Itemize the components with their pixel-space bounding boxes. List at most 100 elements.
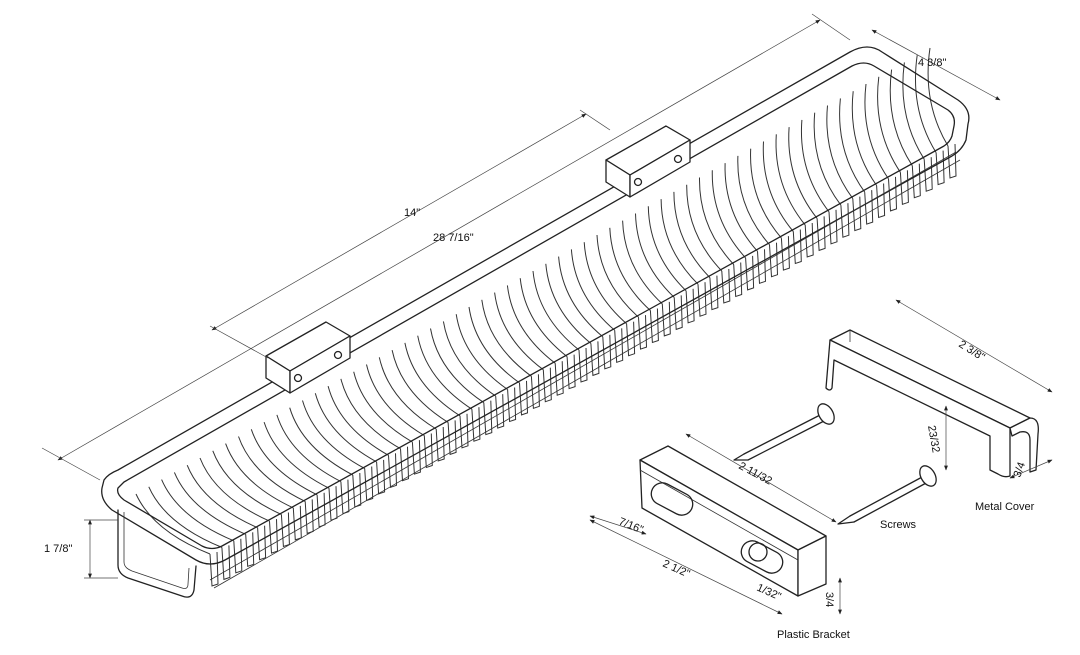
dimension-line-depth xyxy=(871,29,1001,101)
basket-wire-drop xyxy=(828,209,838,245)
basket-wire-drop xyxy=(745,255,755,291)
basket-wire-drop xyxy=(923,157,933,192)
basket-wire xyxy=(225,443,294,509)
basket-wire xyxy=(135,493,211,555)
basket-wire-drop xyxy=(340,479,350,515)
dimension-bracket-hole-label: 7/16" xyxy=(617,516,645,537)
basket-wire xyxy=(570,249,616,331)
basket-wire xyxy=(851,91,878,186)
basket-wire xyxy=(391,349,449,423)
basket-wire-drop xyxy=(435,426,445,462)
main-dimensions: 28 7/16" 14" 4 3/8" 1 7/8" xyxy=(41,13,1001,579)
basket-wire-drop xyxy=(400,446,410,482)
basket-wire xyxy=(609,227,651,311)
basket-wire-drop xyxy=(316,492,326,528)
basket-wire-drop xyxy=(769,242,779,278)
basket-wire xyxy=(622,220,663,305)
basket-wire xyxy=(481,299,532,377)
dimension-cover-height-label: 23/32 xyxy=(925,424,942,453)
basket-wire-drop xyxy=(911,163,921,199)
screw-lower xyxy=(837,465,937,525)
basket-wire xyxy=(404,342,461,417)
metal-cover: 2 3/8" 23/32 3/4 Metal Cover xyxy=(825,299,1053,513)
basket-wire xyxy=(877,76,901,173)
basket-wire-drop xyxy=(388,453,398,488)
basket-wire xyxy=(186,465,258,529)
basket-wire xyxy=(889,69,913,166)
basket-wire-drop xyxy=(899,170,909,205)
basket-wire-drop xyxy=(816,216,826,252)
basket-outer-rim xyxy=(101,46,970,565)
basket-wire-drop xyxy=(364,466,374,502)
basket-wire-drop xyxy=(209,551,219,587)
basket-wire xyxy=(519,278,568,357)
basket-wire xyxy=(442,321,496,397)
basket-wire xyxy=(698,177,735,265)
basket-wire xyxy=(673,191,711,278)
basket-wire xyxy=(775,134,806,226)
dimension-line-bracket-length xyxy=(685,433,837,523)
basket-wire-drop xyxy=(661,301,671,337)
dimension-depth-label: 4 3/8" xyxy=(918,57,946,69)
basket-wire xyxy=(711,170,746,259)
basket-wire xyxy=(199,457,270,522)
dimension-line-cover-width xyxy=(1009,459,1053,479)
basket-wire-drop xyxy=(852,196,862,232)
basket-wire xyxy=(839,98,866,193)
basket-wire-drop xyxy=(411,440,421,475)
basket-wire xyxy=(340,378,401,450)
basket-wire xyxy=(915,55,937,153)
basket-wires xyxy=(135,47,957,587)
basket-wire xyxy=(468,306,520,384)
basket-wire xyxy=(366,364,425,436)
plastic-bracket: 2 11/32 7/16" 2 1/2" 1/32" 3/4 Plastic B… xyxy=(589,433,850,641)
basket-wire-drop xyxy=(840,203,850,238)
basket-wire-drop xyxy=(423,433,433,469)
basket-wire-drop xyxy=(757,249,767,284)
basket-wire xyxy=(596,234,639,318)
basket-wire xyxy=(788,127,818,219)
basket-wire xyxy=(647,206,687,292)
basket-wire xyxy=(417,335,473,410)
basket-wire-drop xyxy=(352,472,362,508)
plastic-bracket-label: Plastic Bracket xyxy=(777,629,850,641)
basket-wire-drop xyxy=(507,387,517,423)
basket-wire-drop xyxy=(257,525,267,561)
basket-wire xyxy=(212,450,282,515)
basket-wire-drop xyxy=(935,150,945,186)
basket-wire-drop xyxy=(519,380,529,416)
basket-wire xyxy=(506,285,556,364)
dimension-line-cover-length xyxy=(895,299,1053,393)
basket-wire-drop xyxy=(590,341,600,377)
basket-bottom-rail xyxy=(213,159,961,589)
basket-wire-drop xyxy=(376,459,386,495)
basket-wire xyxy=(353,371,413,443)
dimension-cover-width-label: 3/4 xyxy=(1012,461,1029,479)
basket-wire xyxy=(660,199,699,285)
basket-wire xyxy=(378,357,437,430)
basket-wire-drop xyxy=(673,295,683,331)
basket-wire xyxy=(545,263,592,344)
dimension-line-bracket-total xyxy=(589,519,783,615)
metal-cover-label: Metal Cover xyxy=(975,501,1035,513)
basket-wire xyxy=(148,486,223,548)
basket-wire-drop xyxy=(245,532,255,567)
basket-wire-drop xyxy=(733,262,743,298)
basket-wire xyxy=(238,436,306,502)
basket-wire-drop xyxy=(780,236,790,271)
basket-wire-drop xyxy=(304,499,314,535)
basket-wire-drop xyxy=(649,308,659,344)
basket-wire xyxy=(800,119,830,213)
basket-wire-drop xyxy=(280,512,290,548)
basket-wire xyxy=(826,105,854,199)
basket-wire-drop xyxy=(269,519,279,554)
dimension-cover-length-label: 2 3/8" xyxy=(956,338,986,363)
basket-wire xyxy=(558,256,604,338)
basket-wire-drop xyxy=(876,183,886,219)
basket-wire xyxy=(762,141,794,232)
basket-end-loop xyxy=(117,509,197,598)
basket-wire xyxy=(314,393,377,463)
basket-wire xyxy=(864,83,889,180)
basket-wire xyxy=(173,472,246,535)
